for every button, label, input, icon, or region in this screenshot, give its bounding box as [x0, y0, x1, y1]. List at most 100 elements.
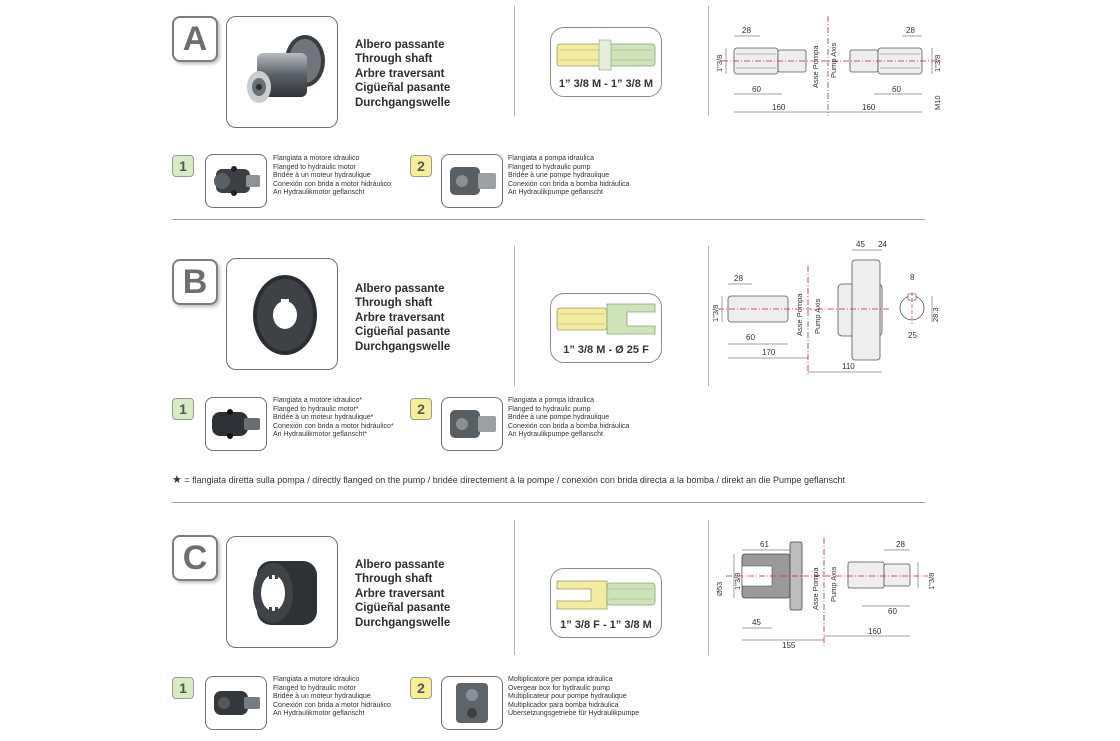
column-divider — [514, 6, 515, 116]
option-2-badge-b: 2 — [410, 398, 432, 420]
dim-155: 155 — [782, 641, 796, 650]
option-1-badge-b: 1 — [172, 398, 194, 420]
dim-28-right: 28 — [906, 26, 915, 35]
option-2-text-a: Flangiata a pompa idraulica Flanged to h… — [508, 155, 630, 196]
dim-53: Ø53 — [715, 582, 724, 596]
option-1-text-c: Flangiata a motore idraulico Flanged to … — [273, 676, 391, 717]
dim-60: 60 — [888, 607, 897, 616]
shaft-spline-icon — [556, 39, 656, 71]
dim-60-left: 60 — [752, 85, 761, 94]
section-divider — [172, 219, 925, 220]
dim-8: 8 — [910, 273, 915, 282]
technical-drawing-c: 61 28 45 60 155 160 Ø53 1"3/8 1"3/8 Asse… — [715, 538, 936, 650]
name-es: Cigüeñal pasante — [355, 82, 451, 95]
shaft-fork-icon — [556, 303, 656, 335]
label-asse-pompa: Asse Pompa — [811, 567, 820, 610]
dim-1-3-8: 1"3/8 — [712, 305, 720, 322]
shaft-type-box-b: 1” 3/8 M - Ø 25 F — [550, 293, 662, 363]
product-photo-b — [226, 258, 338, 370]
name-de: Durchgangswelle — [355, 96, 451, 109]
name-it: Albero passante — [355, 39, 445, 51]
dim-24: 24 — [878, 240, 887, 249]
product-names-c: Albero passante Through shaft Arbre trav… — [355, 558, 450, 630]
name-it: Albero passante — [355, 283, 445, 295]
option-2-badge-c: 2 — [410, 677, 432, 699]
dim-160-left: 160 — [772, 103, 786, 112]
hydraulic-motor-thumb-b — [205, 397, 267, 451]
product-photo-c — [226, 536, 338, 648]
label-pump-axis: Pump Axis — [813, 298, 822, 334]
dim-1-3-8-left: 1"3/8 — [733, 573, 742, 590]
hydraulic-pump-icon — [450, 410, 496, 438]
dim-m10: M10 — [933, 95, 942, 110]
dim-28: 28 — [896, 540, 905, 549]
dim-110: 110 — [842, 362, 855, 371]
section-letter-c: C — [172, 535, 218, 581]
hydraulic-motor-icon — [212, 409, 260, 439]
dim-1-3-8-right: 1"3/8 — [933, 55, 942, 72]
bushing-photo-icon — [253, 275, 317, 355]
name-fr: Arbre traversant — [355, 311, 445, 324]
dim-170: 170 — [762, 348, 776, 357]
option-1-text-b: Flangiata a motore idraulico* Flanged to… — [273, 397, 394, 438]
label-asse-pompa: Asse Pompa — [811, 45, 820, 88]
overgear-box-thumb-c — [441, 676, 503, 730]
dim-1-3-8-left: 1"3/8 — [715, 55, 724, 72]
dim-28-3: 28.3 — [931, 307, 940, 322]
product-names-a: Albero passante Through shaft Arbre trav… — [355, 38, 450, 110]
column-divider — [708, 246, 709, 386]
name-it: Albero passante — [355, 559, 445, 571]
dim-45: 45 — [856, 240, 865, 249]
dim-60-right: 60 — [892, 85, 901, 94]
hydraulic-pump-thumb-b — [441, 397, 503, 451]
option-1-badge-c: 1 — [172, 677, 194, 699]
dim-28: 28 — [734, 274, 743, 283]
footnote: ★ = flangiata diretta sulla pompa / dire… — [172, 473, 845, 486]
hydraulic-motor-thumb-c — [205, 676, 267, 730]
technical-drawing-a: 28 28 60 60 160 160 1"3/8 1"3/8 M10 Asse… — [715, 16, 942, 116]
option-1-text-a: Flangiata a motore idraulico Flanged to … — [273, 155, 391, 196]
dim-25: 25 — [908, 331, 917, 340]
option-2-badge-a: 2 — [410, 155, 432, 177]
name-de: Durchgangswelle — [355, 616, 451, 629]
option-2-text-c: Moltiplicatore per pompa idraulica Overg… — [508, 676, 640, 717]
dim-61: 61 — [760, 540, 769, 549]
label-pump-axis: Pump Axis — [829, 42, 838, 78]
technical-drawing-b: 28 45 24 8 25 60 170 110 1"3/8 28.3 Asse… — [712, 240, 940, 374]
option-1-badge-a: 1 — [172, 155, 194, 177]
name-es: Cigüeñal pasante — [355, 602, 451, 615]
product-names-b: Albero passante Through shaft Arbre trav… — [355, 282, 450, 354]
shaft-female-male-icon — [556, 580, 656, 610]
name-en: Through shaft — [355, 573, 433, 586]
label-asse-pompa: Asse Pompa — [795, 293, 804, 336]
column-divider — [514, 246, 515, 386]
shaft-type-label-b: 1” 3/8 M - Ø 25 F — [563, 344, 649, 356]
shaft-type-label-a: 1” 3/8 M - 1” 3/8 M — [558, 78, 654, 90]
column-divider — [708, 520, 709, 655]
column-divider — [514, 520, 515, 655]
name-de: Durchgangswelle — [355, 340, 451, 353]
shaft-type-box-a: 1” 3/8 M - 1” 3/8 M — [550, 27, 662, 97]
name-en: Through shaft — [355, 297, 433, 310]
name-fr: Arbre traversant — [355, 587, 445, 600]
dim-28-left: 28 — [742, 26, 751, 35]
through-shaft-photo-icon — [247, 35, 325, 103]
product-photo-a — [226, 16, 338, 128]
name-fr: Arbre traversant — [355, 67, 445, 80]
hydraulic-pump-icon — [450, 167, 496, 195]
hydraulic-motor-icon — [214, 691, 260, 715]
shaft-type-box-c: 1” 3/8 F - 1” 3/8 M — [550, 568, 662, 638]
hydraulic-motor-thumb-a — [205, 154, 267, 208]
splined-hub-photo-icon — [253, 561, 317, 625]
dim-160: 160 — [868, 627, 882, 636]
section-letter-b: B — [172, 259, 218, 305]
hydraulic-pump-thumb-a — [441, 154, 503, 208]
column-divider — [708, 6, 709, 116]
label-pump-axis: Pump Axis — [829, 566, 838, 602]
hydraulic-motor-icon — [214, 166, 260, 196]
overgear-box-icon — [456, 683, 488, 723]
option-2-text-b: Flangiata a pompa idraulica Flanged to h… — [508, 397, 630, 438]
footnote-text: = flangiata diretta sulla pompa / direct… — [184, 475, 846, 485]
section-divider — [172, 502, 925, 503]
star-icon: ★ — [172, 474, 182, 486]
